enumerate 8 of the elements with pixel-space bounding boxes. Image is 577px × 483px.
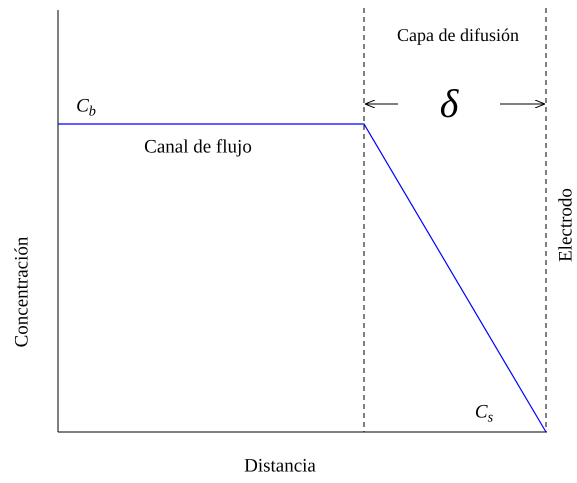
electrode-label: Electrodo <box>556 188 576 262</box>
surface-concentration-label: C$_{s}$ <box>474 402 494 422</box>
axis-title: Distancia <box>244 456 316 476</box>
region-label: Canal de flujo <box>144 138 252 156</box>
axis-title: Concentración <box>12 236 32 348</box>
region-label: Capa de difusión <box>397 26 519 44</box>
thickness-symbol: δ <box>440 84 458 124</box>
bulk-concentration-label: C$_{b}$ <box>76 96 96 116</box>
